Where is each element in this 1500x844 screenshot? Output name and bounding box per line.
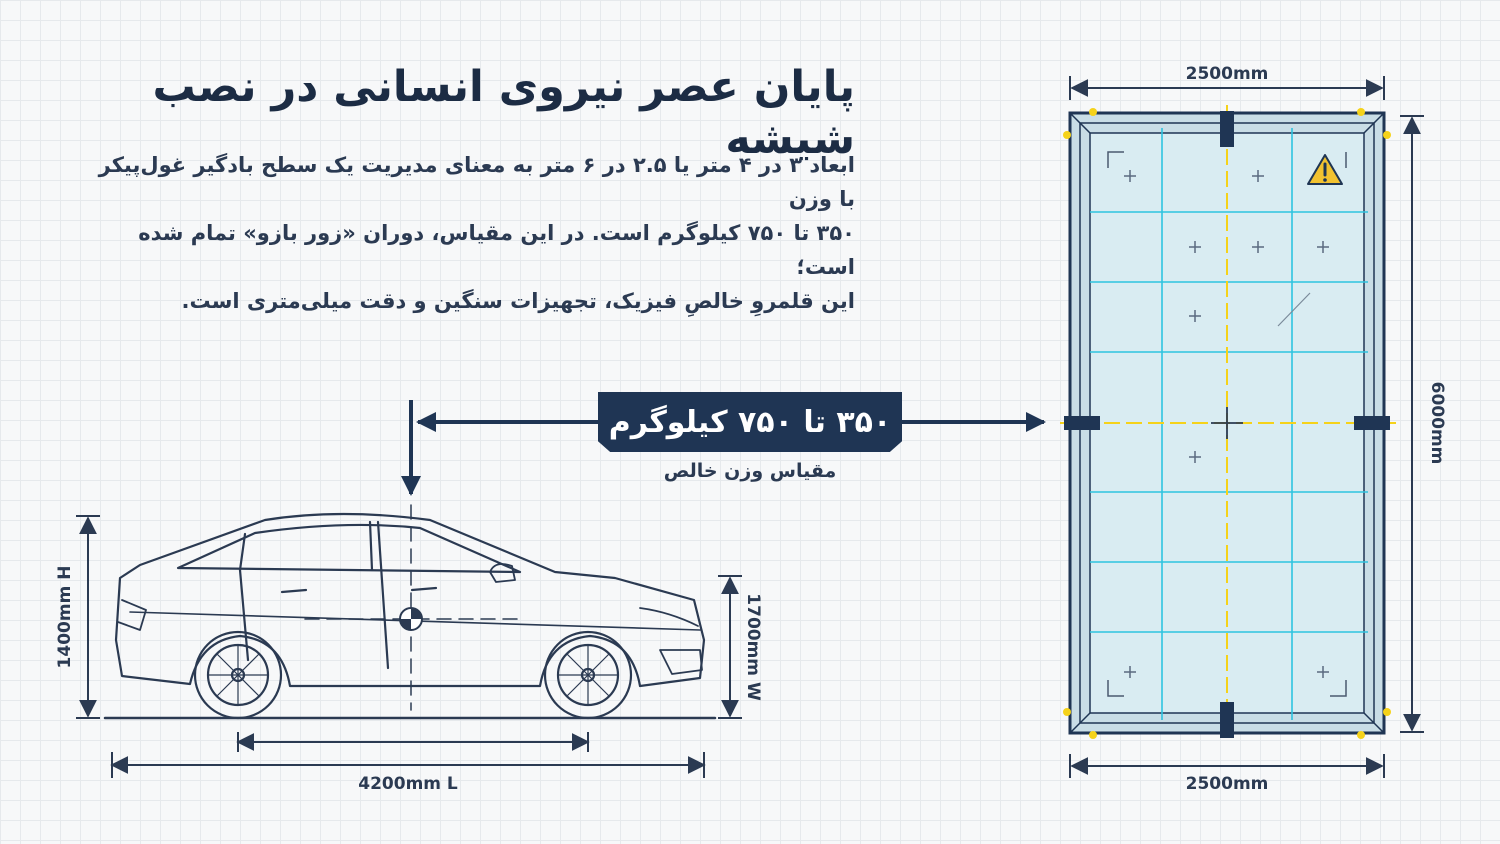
car-dimension-lines <box>76 515 742 778</box>
car-drawing <box>103 504 717 720</box>
car-length-label: 4200mm L <box>358 774 458 794</box>
warning-triangle-icon <box>1307 154 1343 185</box>
weight-pointer-arrows <box>401 400 1046 496</box>
weight-badge: ۳۵۰ تا ۷۵۰ کیلوگرم <box>598 392 902 452</box>
description-line: ۳۵۰ تا ۷۵۰ کیلوگرم است. در این مقیاس، دو… <box>138 221 855 279</box>
page-title: پایان عصر نیروی انسانی در نصب شیشه <box>152 62 855 164</box>
glass-crosshair-marks <box>1124 170 1329 678</box>
car-wheel-rear <box>193 630 283 720</box>
weight-caption: مقیاس وزن خالص <box>663 460 837 482</box>
glass-clamps <box>1064 111 1390 738</box>
glass-dimension-lines <box>1069 76 1424 778</box>
glass-reflection <box>1277 292 1311 327</box>
glass-corner-markers <box>1063 108 1391 739</box>
car-body <box>114 512 706 688</box>
center-of-mass-icon <box>399 607 423 631</box>
description-line: ابعاد ۳ در ۴ متر یا ۲.۵ در ۶ متر به معنا… <box>98 153 855 211</box>
car-wheel-front <box>543 630 633 720</box>
car-width-label: 1700mm W <box>743 593 763 701</box>
glass-bottom-width-label: 2500mm <box>1186 774 1269 794</box>
car-height-label: 1400mm H <box>55 566 75 669</box>
glass-top-width-label: 2500mm <box>1186 64 1269 84</box>
description-line: این قلمروِ خالصِ فیزیک، تجهیزات سنگین و … <box>181 289 855 313</box>
glass-height-label: 6000mm <box>1427 382 1447 465</box>
glass-corner-brackets <box>1107 151 1347 697</box>
description: ابعاد ۳ در ۴ متر یا ۲.۵ در ۶ متر به معنا… <box>95 148 855 318</box>
car-greenhouse <box>176 523 522 574</box>
